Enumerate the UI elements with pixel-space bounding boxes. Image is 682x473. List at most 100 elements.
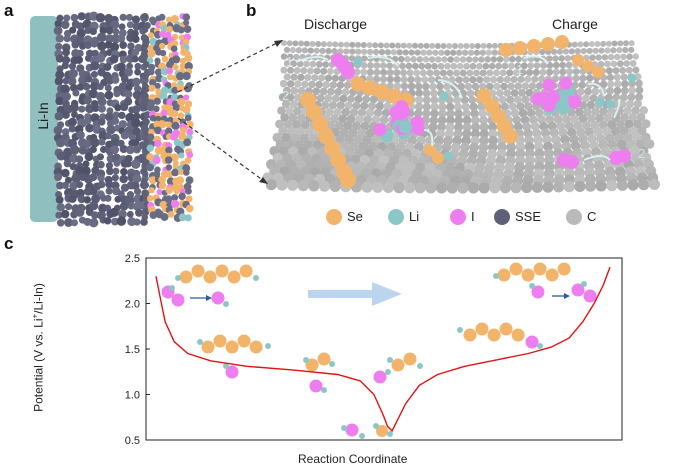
carbon-atom (453, 69, 461, 77)
sse-particle (64, 176, 72, 184)
sse-particle (105, 75, 115, 85)
sse-particle (63, 14, 71, 22)
sse-particle (99, 145, 108, 154)
sse-particle (56, 181, 64, 190)
sse-particle (71, 40, 80, 49)
sse-particle (127, 42, 135, 50)
sse-particle-layer (53, 11, 151, 228)
y-tick-label: 2.0 (125, 299, 140, 311)
carbon-atom (414, 76, 422, 84)
li-particle (146, 144, 154, 152)
legend-label-se: Se (347, 209, 363, 224)
sse-particle (131, 55, 139, 63)
carbon-atom (297, 180, 309, 192)
iodine-particle (160, 109, 168, 117)
carbon-atom (405, 62, 413, 70)
carbon-atom (459, 69, 467, 77)
carbon-atom (520, 62, 528, 70)
carbon-atom (620, 53, 627, 61)
li-atom (627, 73, 637, 83)
li-atom (353, 57, 363, 67)
carbon-atom (632, 53, 640, 60)
carbon-atom (496, 56, 504, 63)
sse-particle (142, 207, 150, 214)
sse-particle (71, 111, 78, 119)
sse-particle (119, 174, 128, 184)
sse-particle (126, 210, 134, 218)
carbon-atom (453, 96, 462, 105)
carbon-atom (579, 74, 587, 82)
carbon-atom (572, 74, 580, 82)
sse-particle (183, 169, 190, 176)
se-particle (175, 176, 185, 185)
sse-particle (97, 174, 105, 182)
carbon-atom (570, 114, 580, 124)
sse-particle (110, 20, 120, 29)
carbon-atom (419, 69, 427, 77)
sse-particle (69, 103, 79, 113)
carbon-atom (495, 62, 502, 70)
y-tick-label: 0.5 (125, 435, 140, 447)
sse-particle (120, 75, 129, 83)
sse-particle (158, 13, 166, 21)
carbon-atom (289, 100, 298, 109)
carbon-atom (462, 129, 472, 139)
se-particle (161, 55, 169, 63)
sse-particle (153, 105, 160, 113)
carbon-atom (362, 95, 371, 104)
sse-particle (142, 181, 150, 189)
carbon-atom (420, 49, 427, 56)
sse-particle (97, 41, 107, 51)
carbon-atom (400, 42, 407, 49)
carbon-atom (404, 182, 416, 194)
carbon-atom (595, 54, 602, 61)
carbon-atom (542, 181, 554, 193)
carbon-atom (588, 41, 595, 48)
iodine-particle (164, 31, 172, 39)
sse-particle (148, 68, 155, 76)
carbon-atom (521, 95, 530, 104)
carbon-atom (641, 119, 651, 129)
sse-particle (90, 113, 100, 123)
carbon-atom (329, 180, 341, 193)
sse-particle (171, 121, 180, 131)
sse-particle (97, 160, 105, 169)
carbon-atom (521, 82, 530, 90)
cathode-particle-layer (140, 12, 194, 223)
carbon-atom (433, 69, 441, 77)
carbon-atom (629, 59, 637, 67)
carbon-atom (301, 47, 308, 54)
carbon-atom (423, 42, 430, 49)
carbon-atom (598, 47, 605, 54)
carbon-atom (437, 122, 446, 132)
sse-particle (119, 41, 128, 49)
carbon-atom (283, 73, 291, 81)
legend-label-c: C (587, 209, 597, 224)
sse-particle (132, 112, 141, 120)
carbon-atom (416, 56, 424, 63)
carbon-atom (446, 102, 455, 111)
sse-particle (60, 20, 70, 30)
carbon-atom (580, 47, 587, 55)
se-particle (185, 120, 194, 129)
y-axis-label: Potential (V vs. Li+/Li-In) (31, 248, 46, 448)
carbon-atom (479, 115, 488, 125)
carbon-atom (479, 122, 489, 132)
sse-particle (112, 167, 120, 175)
carbon-atom (422, 109, 431, 118)
sse-particle (154, 68, 163, 76)
carbon-atom (386, 69, 394, 77)
carbon-atom (429, 89, 438, 98)
carbon-atom (454, 109, 463, 118)
sse-particle (62, 92, 72, 101)
sse-particle (63, 159, 72, 168)
li-particle (159, 91, 168, 100)
carbon-atom (343, 41, 350, 48)
carbon-atom (349, 108, 359, 117)
sse-particle (56, 138, 66, 148)
carbon-atom (396, 49, 403, 56)
carbon-atom (381, 108, 391, 118)
iodine-atom (225, 365, 239, 379)
se-atom (557, 262, 571, 276)
se-particle (146, 195, 154, 202)
